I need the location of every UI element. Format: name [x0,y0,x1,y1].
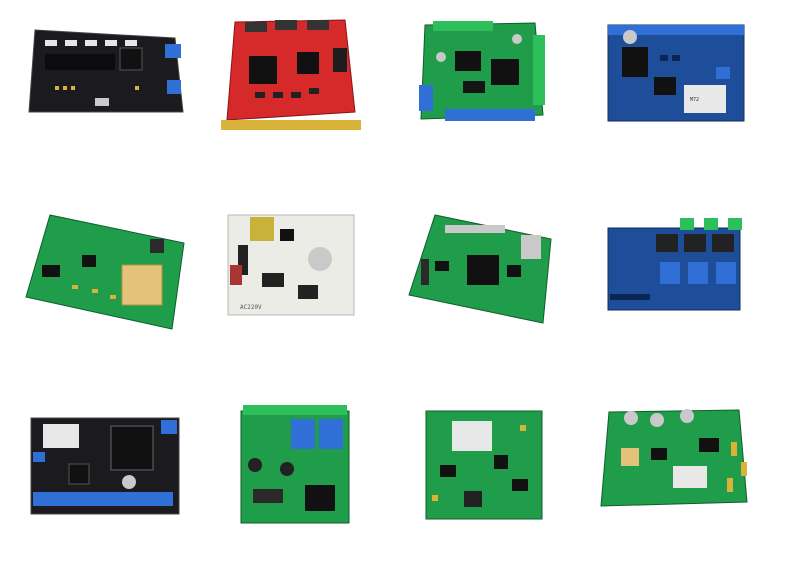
module-label: M72 [690,97,699,103]
board-black-controller [25,20,205,170]
board-green-module [22,205,202,355]
board-green-relay-wifi [235,403,415,553]
board-white-power: AC220V [220,205,400,355]
board-red-arcade [215,12,395,162]
board-black-gsm [25,412,205,562]
board-green-terminal [415,15,595,165]
board-green-display-controller [405,205,585,355]
board-blue-gsm: M72 [600,15,780,165]
board-green-rf [595,402,775,552]
board-green-module-carrier [420,405,600,555]
board-blue-relay-shield [600,210,780,360]
silk-ac220v: AC220V [240,304,262,311]
